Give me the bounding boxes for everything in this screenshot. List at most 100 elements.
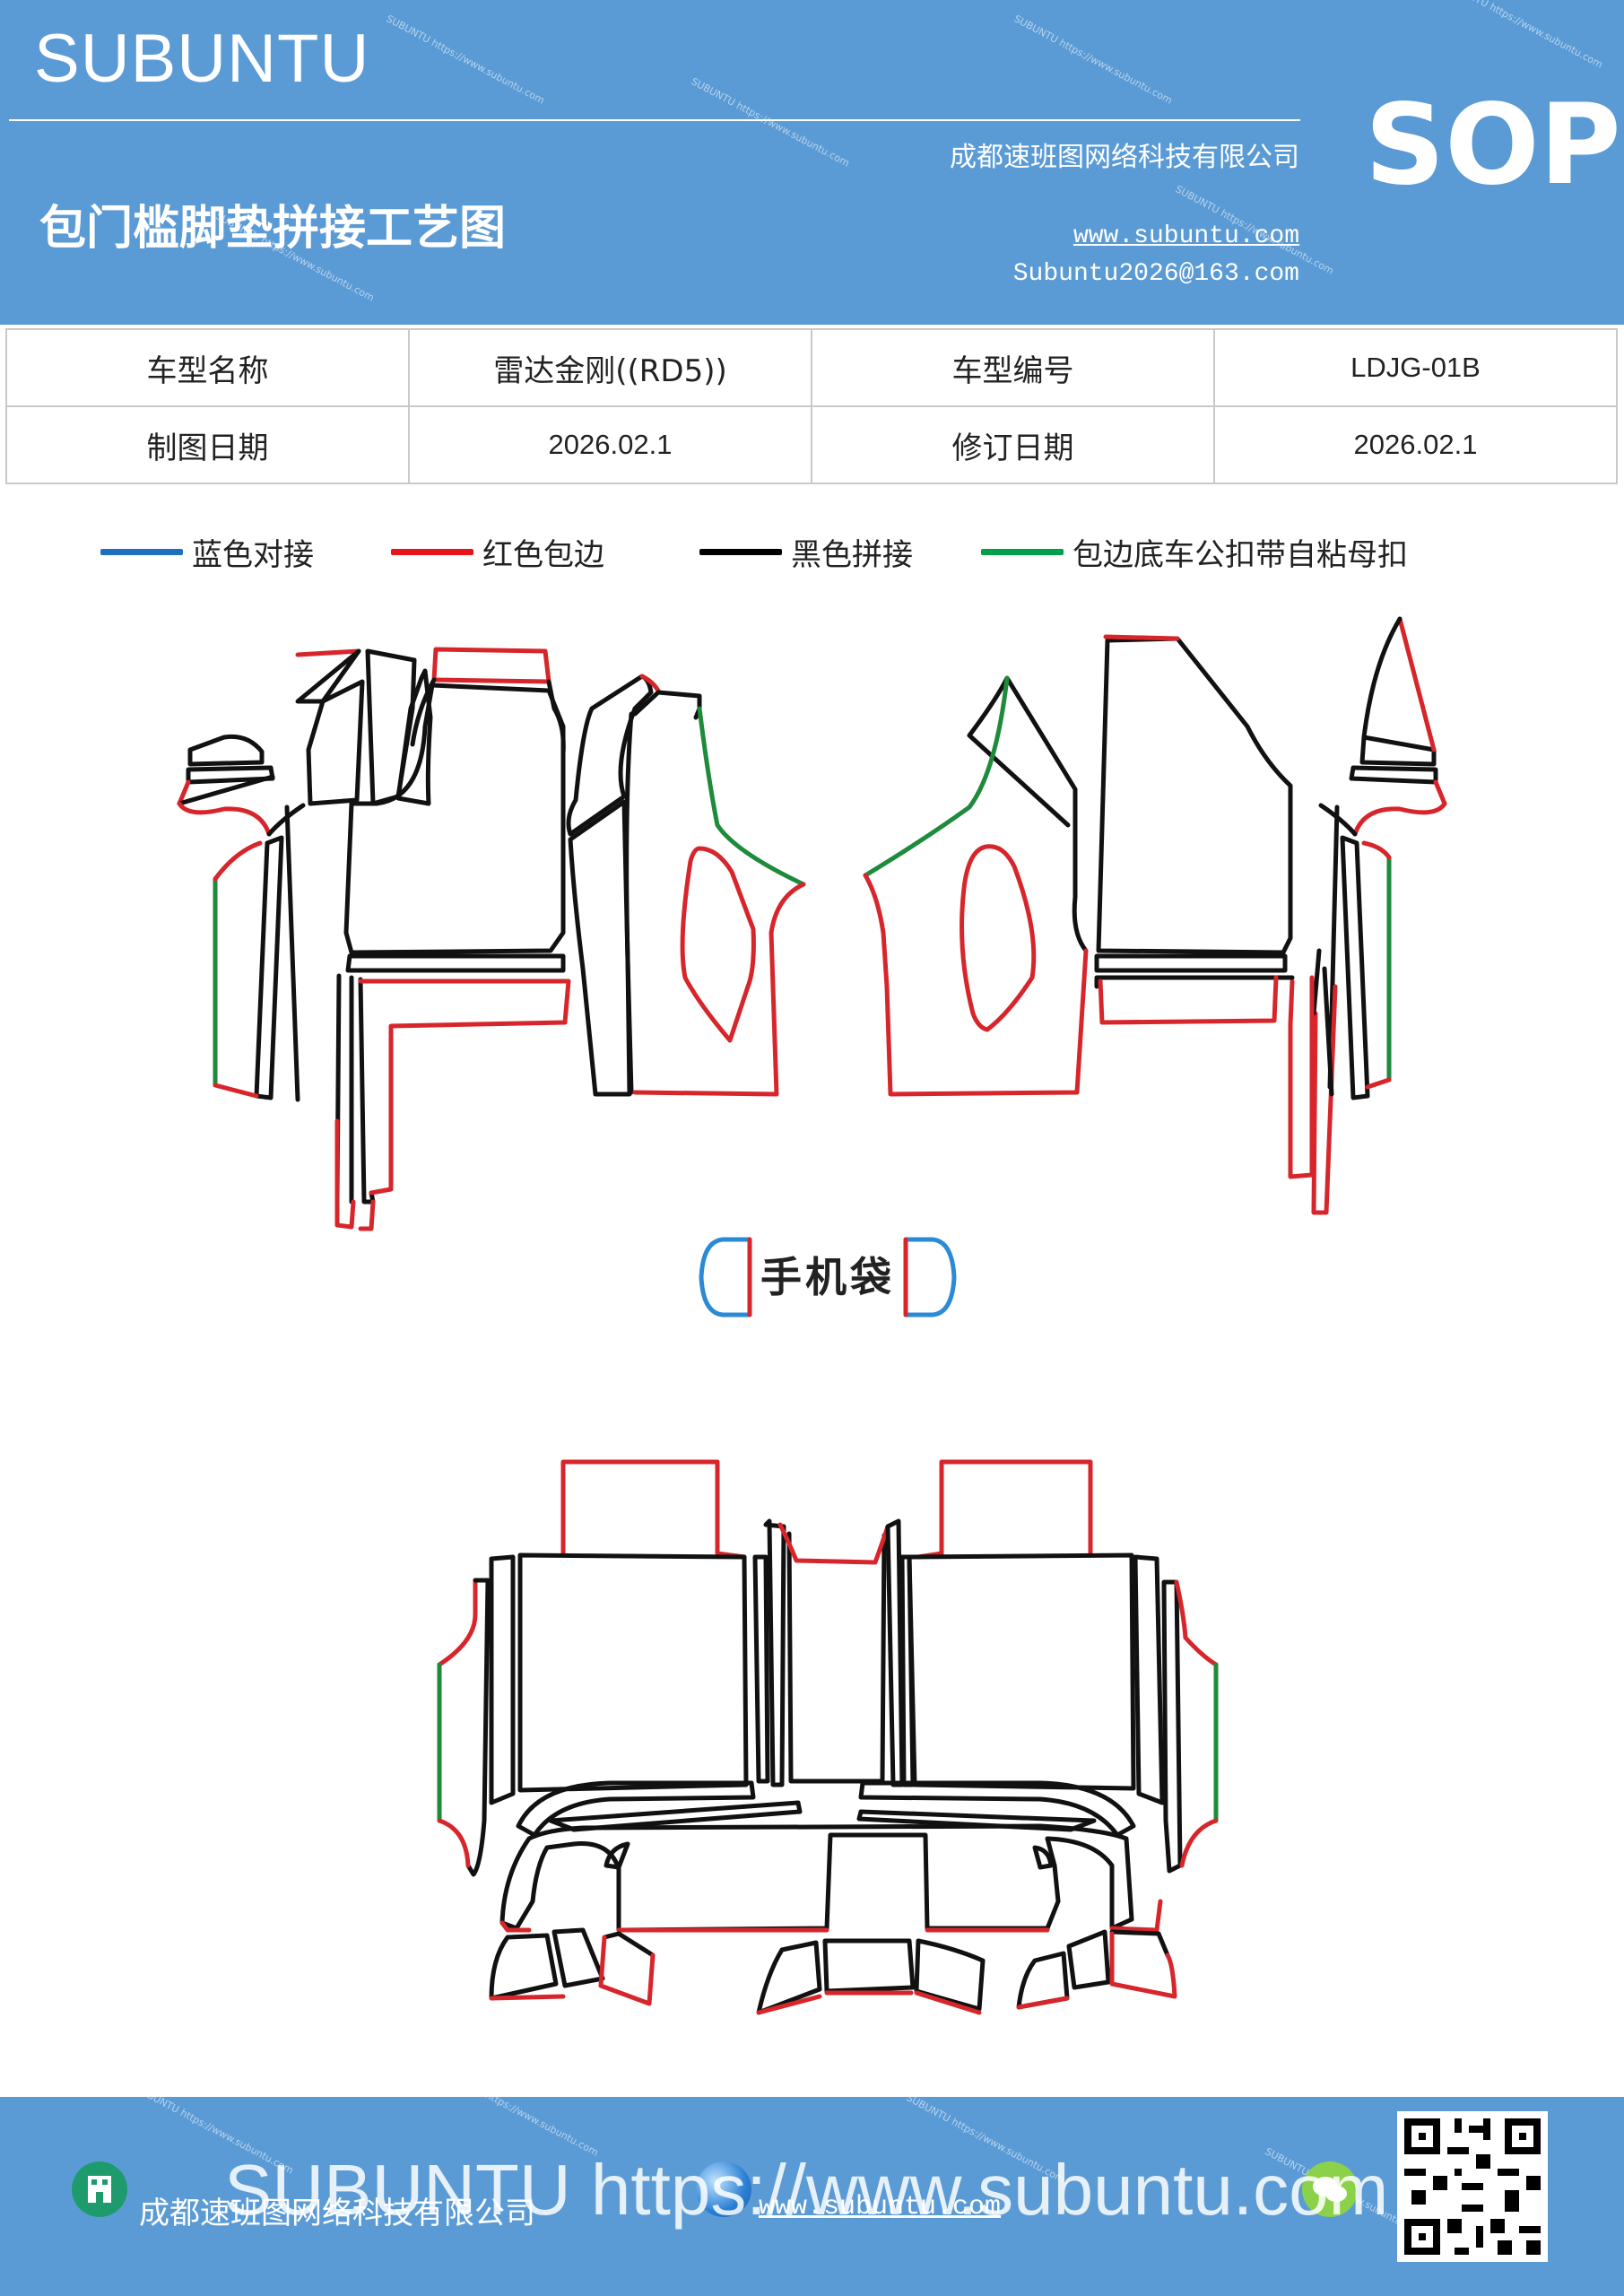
mat-piece [756,1994,822,2015]
mat-piece [604,1841,1054,1870]
mat-piece [858,1780,1136,1838]
watermark: SUBUNTU https://www.subuntu.com [1012,13,1175,107]
model-name-value: 雷达金刚((RD5)) [408,328,812,407]
mat-piece [295,648,361,657]
brand-name: SUBUNTU [34,21,370,97]
building-icon [72,2161,127,2217]
mat-piece [437,1818,471,1868]
mat-piece [967,675,1089,953]
revision-date-value: 2026.02.1 [1213,405,1618,484]
mat-piece [907,1552,1136,1791]
mat-piece [916,1459,1093,1560]
mat-piece [1016,1951,1070,2010]
mat-piece [1109,1931,1177,1999]
mat-piece [1397,616,1447,806]
footer-banner: SUBUNTU https://www.subuntu.com SUBUNTU … [0,2097,1624,2296]
table-row: 制图日期 2026.02.1 修订日期 2026.02.1 [5,405,1618,484]
mat-piece [1361,840,1392,1090]
phone-bag-piece: 手机袋 [698,1236,958,1318]
mat-piece [632,882,806,1097]
mat-piece [639,674,661,693]
qr-code-glyph [1397,2111,1548,2262]
mat-piece [1094,953,1288,973]
header-banner: SUBUNTU https://www.subuntu.com SUBUNTU … [0,0,1624,325]
mat-piece [187,734,265,767]
model-code-value: LDJG-01B [1213,328,1618,407]
mat-piece [343,683,566,955]
email-address[interactable]: Subuntu2026@163.com [1012,260,1299,288]
table-row: 车型名称 雷达金刚((RD5)) 车型编号 LDJG-01B [5,328,1618,407]
mat-piece [177,774,275,806]
mat-piece [863,675,1010,878]
mat-piece [177,779,191,806]
mat-piece [566,674,654,837]
legend-swatch [981,548,1064,555]
mat-piece [1311,948,1334,1097]
mat-piece [465,1578,491,1877]
mat-piece [1098,975,1279,1025]
drawing-date-value: 2026.02.1 [408,405,812,484]
left-door-panel [177,647,806,1231]
mat-piece [914,1938,986,2012]
mat-piece [1349,765,1438,785]
mat-piece [697,706,806,887]
mat-piece [516,1780,756,1838]
legend-label: 包边底车公扣带自粘母扣 [1073,536,1408,573]
mat-piece [752,1554,770,1784]
color-legend: 蓝色对接 红色包边 黑色拼接 包边底车公扣带自粘母扣 [0,529,1624,574]
company-name: 成都速班图网络科技有限公司 [950,142,1299,173]
footer-company-name: 成都速班图网络科技有限公司 [139,2196,535,2231]
mat-piece [517,1552,749,1793]
mat-piece [1094,975,1295,989]
mat-piece [914,1990,982,2015]
mat-piece [431,647,551,684]
qr-code-icon [1397,2111,1548,2262]
mat-piece [1016,1996,1070,2010]
phone-bag-left-edge [699,1237,752,1318]
header-divider [9,119,1300,121]
mat-piece [680,846,756,1043]
mat-piece [1359,735,1437,767]
mat-piece [1352,801,1447,837]
mat-piece [624,711,634,1095]
legend-item-black: 黑色拼接 [699,529,913,574]
mat-piece [334,1118,356,1230]
website-link[interactable]: www.subuntu.com [1073,222,1299,250]
mat-piece [1174,1579,1219,1667]
watermark: SUBUNTU https://www.subuntu.com [384,13,547,107]
building-glyph [88,2176,111,2203]
legend-item-green: 包边底车公扣带自粘母扣 [981,529,1408,574]
wechat-icon [1302,2161,1358,2217]
legend-label: 红色包边 [482,536,604,573]
mat-piece [1066,1929,1170,1990]
mat-piece [1133,1554,1165,1805]
phone-bag-outline [699,1237,957,1318]
mat-piece [960,844,1037,1032]
legend-item-red: 红色包边 [391,529,604,574]
mat-piece [358,977,376,1205]
mat-piece [213,840,263,1099]
model-name-label: 车型名称 [5,328,410,407]
footer-overlay-text: SUBUNTU https://www.subuntu.com [224,2150,1389,2230]
mat-piece [395,668,433,806]
mat-piece [295,648,361,704]
mat-piece [177,801,272,837]
legend-label: 蓝色对接 [192,536,314,573]
drawing-date-label: 制图日期 [5,405,410,484]
mat-piece [560,1459,747,1560]
mat-piece [1179,1818,1219,1868]
mat-piece [756,1940,822,2015]
mat-piece [1161,1579,1183,1874]
right-door-panel [863,616,1447,1215]
mat-piece [1318,803,1358,837]
watermark: SUBUNTU https://www.subuntu.com [689,75,852,170]
mat-piece [777,1522,890,1565]
mat-piece [822,1938,916,1994]
footer-website-link[interactable]: www.subuntu.com [759,2192,1002,2222]
phone-bag-right-edge [903,1237,957,1318]
mat-piece [306,679,365,806]
mat-piece [1103,634,1180,641]
legend-swatch [100,548,183,555]
mat-piece [568,799,632,1097]
mat-piece [786,1531,887,1784]
